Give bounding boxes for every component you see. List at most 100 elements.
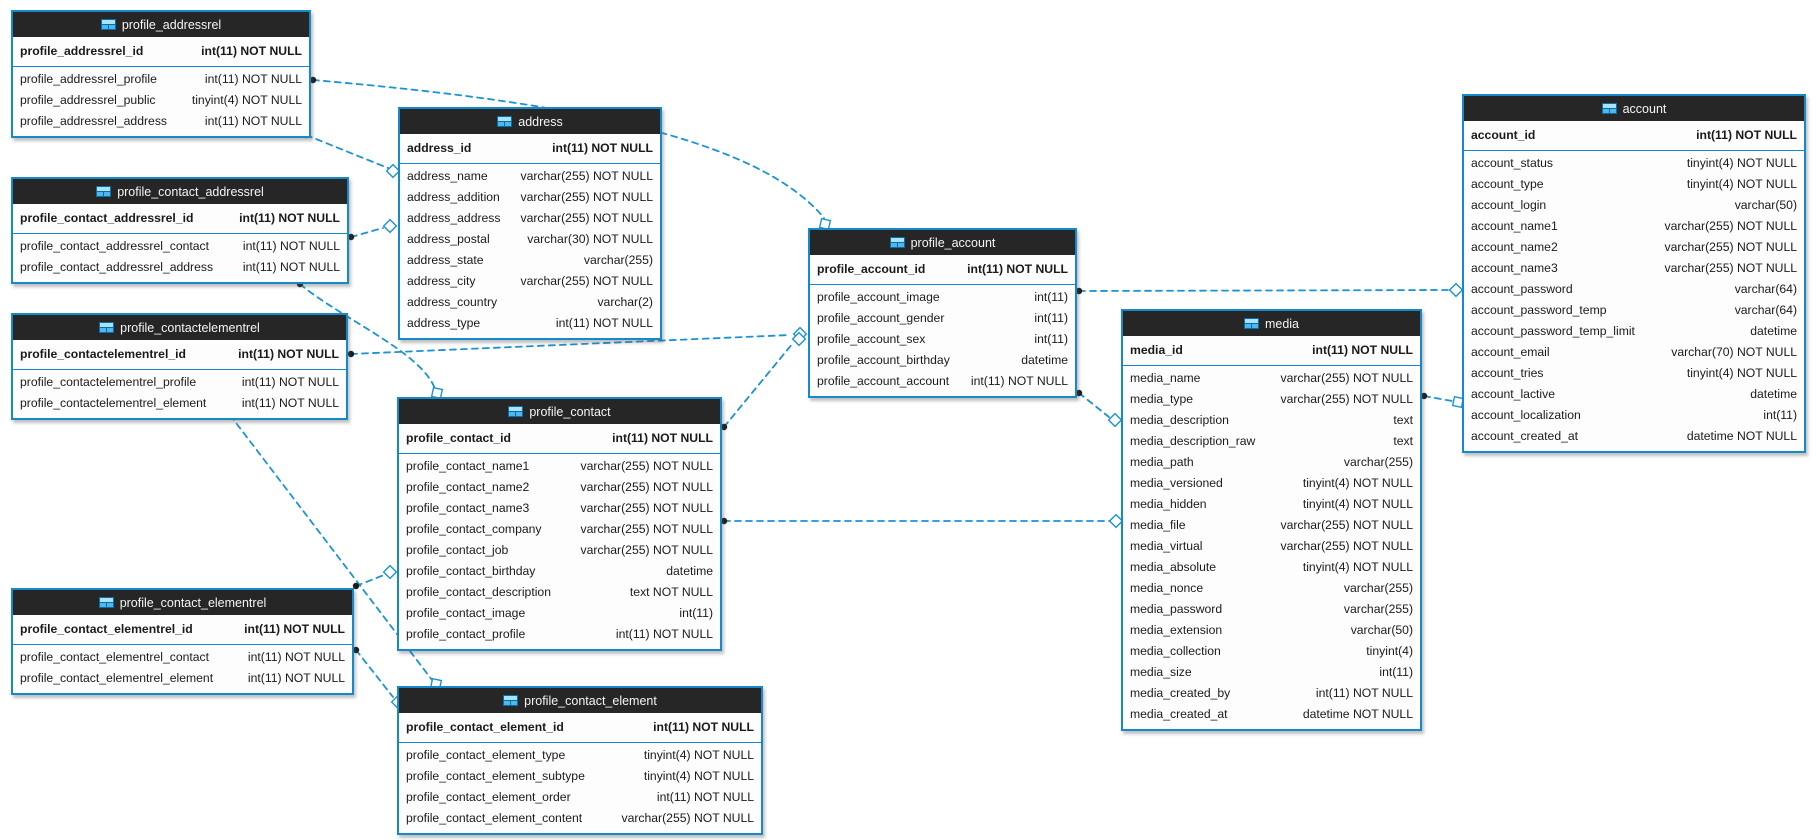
relationship-connector[interactable]: [720, 331, 807, 431]
column-name: media_description: [1130, 413, 1229, 427]
relationship-connector[interactable]: [347, 218, 398, 241]
table-profile_contactelementrel[interactable]: profile_contactelementrel profile_contact…: [11, 313, 348, 420]
relationship-connector[interactable]: [302, 131, 401, 179]
table-header[interactable]: profile_account: [810, 230, 1075, 255]
column-name: account_login: [1471, 198, 1547, 212]
column-type: datetime NOT NULL: [1686, 429, 1797, 443]
table-icon: [503, 695, 519, 706]
column-name: profile_contact_element_id: [406, 720, 564, 734]
column-name: media_id: [1130, 343, 1183, 357]
table-grid-glyph: [1601, 103, 1617, 114]
column-type: int(11) NOT NULL: [242, 260, 340, 274]
column-name: profile_account_account: [817, 374, 950, 388]
column-type: tinyint(4) NOT NULL: [643, 748, 754, 762]
table-header[interactable]: profile_contact_addressrel: [13, 179, 347, 204]
relationship-connector[interactable]: [720, 513, 1124, 529]
table-header[interactable]: profile_contact_element: [399, 688, 761, 713]
table-title: profile_contact_elementrel: [119, 595, 267, 610]
column-type: tinyint(4) NOT NULL: [191, 93, 302, 107]
column-name: address_country: [407, 295, 498, 309]
column-type: int(11) NOT NULL: [241, 375, 339, 389]
relationship-line[interactable]: [723, 342, 794, 428]
relationship-line[interactable]: [299, 283, 436, 390]
relationship-line[interactable]: [1423, 395, 1453, 402]
relationship-line[interactable]: [305, 134, 389, 169]
column-type: int(11) NOT NULL: [241, 396, 339, 410]
table-icon: [1601, 103, 1617, 114]
column-name: account_password_temp_limit: [1471, 324, 1635, 338]
table-title: account: [1622, 101, 1667, 116]
column-type: varchar(255) NOT NULL: [1664, 219, 1797, 233]
column-type: tinyint(4) NOT NULL: [1302, 497, 1413, 511]
column-name: profile_addressrel_public: [20, 93, 156, 107]
column-name: profile_account_id: [817, 262, 926, 276]
column-name: profile_account_gender: [817, 311, 945, 325]
column-name: address_postal: [407, 232, 490, 246]
table-header[interactable]: address: [400, 109, 660, 134]
table-header[interactable]: profile_contactelementrel: [13, 315, 346, 340]
column-name: media_created_at: [1130, 707, 1228, 721]
relationship-line[interactable]: [1078, 289, 1451, 292]
column-name: profile_contact_element_order: [406, 790, 571, 804]
table-profile_contact_elementrel[interactable]: profile_contact_elementrel profile_contac…: [11, 588, 354, 695]
relationship-line[interactable]: [1078, 392, 1110, 418]
column-type: varchar(255) NOT NULL: [580, 459, 713, 473]
relationship-connector[interactable]: [1420, 392, 1465, 409]
table-header[interactable]: profile_contact_elementrel: [13, 590, 352, 615]
relationship-line[interactable]: [350, 334, 791, 355]
table-header[interactable]: profile_contact: [399, 399, 720, 424]
table-header[interactable]: profile_addressrel: [13, 12, 309, 37]
column-type: int(11) NOT NULL: [247, 650, 345, 664]
column-type: int(11) NOT NULL: [201, 44, 302, 58]
relationship-connector[interactable]: [352, 564, 398, 590]
relationship-connector[interactable]: [1075, 282, 1464, 298]
relationship-diamond-end: [385, 163, 401, 179]
column-type: tinyint(4) NOT NULL: [1686, 366, 1797, 380]
column-name: media_size: [1130, 665, 1192, 679]
table-icon: [98, 597, 114, 608]
relationship-connector[interactable]: [1075, 389, 1123, 428]
column-name: profile_contact_image: [406, 606, 526, 620]
relationship-line[interactable]: [355, 649, 394, 698]
column-name: profile_contactelementrel_element: [20, 396, 207, 410]
column-name: address_addition: [407, 190, 500, 204]
table-header[interactable]: account: [1464, 96, 1804, 121]
relationship-line[interactable]: [355, 574, 385, 587]
column-name: account_id: [1471, 128, 1536, 142]
column-type: varchar(255): [1343, 602, 1413, 616]
relationship-source-dot: [309, 76, 317, 84]
column-name: account_password_temp: [1471, 303, 1607, 317]
table-header[interactable]: media: [1123, 311, 1420, 336]
relationship-line[interactable]: [350, 227, 384, 238]
column-name: media_collection: [1130, 644, 1221, 658]
relationship-source-dot: [720, 517, 728, 525]
